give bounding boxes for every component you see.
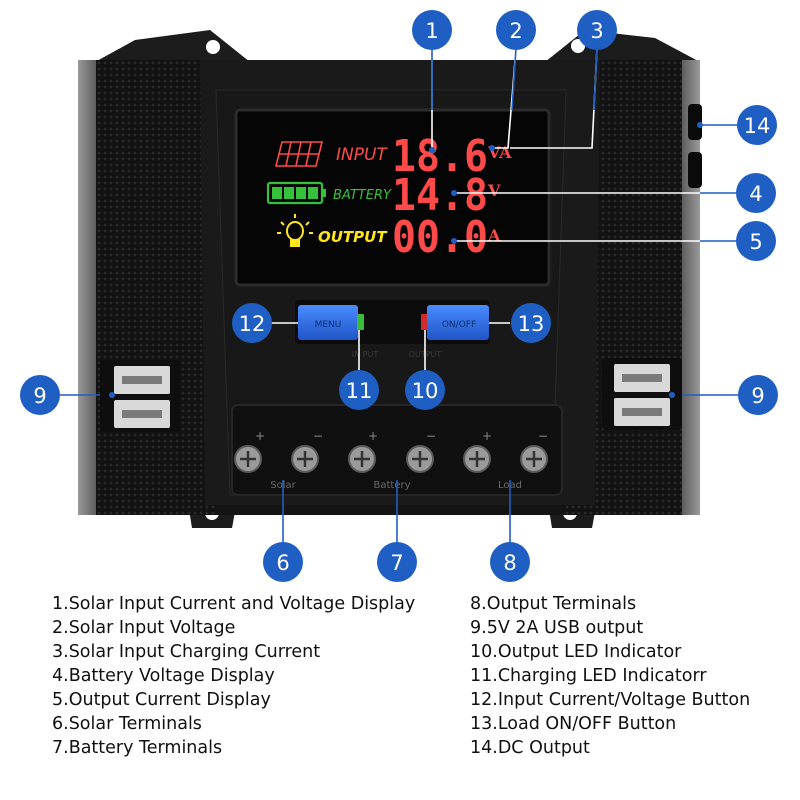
svg-text:13: 13 [518,312,545,336]
charging-led [357,314,364,330]
callout-leader-lines-outer [60,47,740,545]
callout-10: 10 [405,370,445,410]
callout-14: 14 [737,105,777,145]
lcd-battery-label: BATTERY [333,188,392,203]
output-led [421,314,428,330]
callout-dots [109,122,703,398]
lcd-output-value: 00.0 [392,212,488,263]
svg-text:10: 10 [412,379,439,403]
legend-right-column: 8.Output Terminals 9.5V 2A USB output 10… [470,592,750,760]
svg-text:+: + [482,429,492,443]
legend-item: 14.DC Output [470,738,590,758]
lcd-input-label: INPUT [336,145,388,165]
legend-item: 13.Load ON/OFF Button [470,714,677,734]
callout-4: 4 [736,173,776,213]
callout-9-left: 9 [20,375,60,415]
lcd-battery-value: 14.8 [392,170,488,221]
legend-item: 7.Battery Terminals [52,738,223,758]
legend-item: 8.Output Terminals [470,594,637,614]
dc-output-jacks [688,104,702,188]
usb-ports-right [602,358,682,430]
callout-2: 2 [496,10,536,50]
svg-text:2: 2 [509,19,522,43]
callout-6: 6 [263,542,303,582]
svg-text:7: 7 [390,551,403,575]
onoff-button-label: ON/OFF [442,320,476,330]
svg-text:9: 9 [33,384,46,408]
legend-item: 12.Input Current/Voltage Button [470,690,751,710]
legend-item: 10.Output LED Indicator [470,642,682,662]
callout-badges: 1 2 3 14 4 5 12 13 11 10 9 9 6 7 8 [20,10,778,582]
callout-13: 13 [511,303,551,343]
solar-terminal-screws [234,445,319,473]
callout-12: 12 [232,303,272,343]
svg-text:−: − [313,429,323,443]
solar-panel-icon [274,141,324,167]
callout-9-right: 9 [738,375,778,415]
legend-item: 2.Solar Input Voltage [52,618,236,638]
load-terminal-screws [463,445,548,473]
callout-leader-lines [270,47,740,370]
svg-text:12: 12 [239,312,266,336]
callout-8: 8 [490,542,530,582]
svg-text:9: 9 [751,384,764,408]
svg-text:+: + [368,429,378,443]
svg-text:4: 4 [749,182,762,206]
svg-text:1: 1 [425,19,438,43]
svg-text:−: − [426,429,436,443]
callout-11: 11 [339,370,379,410]
callout-1: 1 [412,10,452,50]
svg-text:5: 5 [749,230,762,254]
callout-7: 7 [377,542,417,582]
legend-item: 1.Solar Input Current and Voltage Displa… [52,594,416,614]
svg-text:3: 3 [590,19,603,43]
callout-5: 5 [736,221,776,261]
svg-text:+: + [255,429,265,443]
legend-item: 9.5V 2A USB output [470,618,644,638]
menu-button-label: MENU [315,320,342,330]
legend-item: 4.Battery Voltage Display [52,666,275,686]
onoff-button[interactable]: ON/OFF [427,305,489,340]
battery-icon [266,181,326,205]
usb-ports-left [100,360,180,432]
button-panel: MENU ON/OFF IN PUT OUTPUT [295,300,490,359]
svg-text:8: 8 [503,551,516,575]
legend-left-column: 1.Solar Input Current and Voltage Displa… [52,592,415,760]
legend-item: 6.Solar Terminals [52,714,202,734]
lcd-input-value: 18.6 [392,131,488,182]
legend-item: 11.Charging LED Indicatorr [470,666,707,686]
lcd-battery-unit: V [487,181,501,200]
svg-text:11: 11 [346,379,373,403]
svg-text:14: 14 [744,114,771,138]
menu-button[interactable]: MENU [298,305,358,340]
terminal-block: +− +− +− Solar Batt [231,404,563,496]
svg-text:6: 6 [276,551,289,575]
legend-item: 3.Solar Input Charging Current [52,642,321,662]
legend-item: 5.Output Current Display [52,690,271,710]
callout-3: 3 [577,10,617,50]
battery-terminal-label: Battery [373,480,410,491]
lcd-output-label: OUTPUT [318,228,388,246]
charging-led-label: IN PUT [352,350,379,359]
lcd-display: INPUT 18.6 VA BATTERY 14.8 V OUTPUT 00.0… [234,108,551,287]
svg-text:−: − [538,429,548,443]
bulb-icon [277,214,313,247]
battery-terminal-screws [348,445,434,473]
lcd-output-unit: A [487,226,501,245]
